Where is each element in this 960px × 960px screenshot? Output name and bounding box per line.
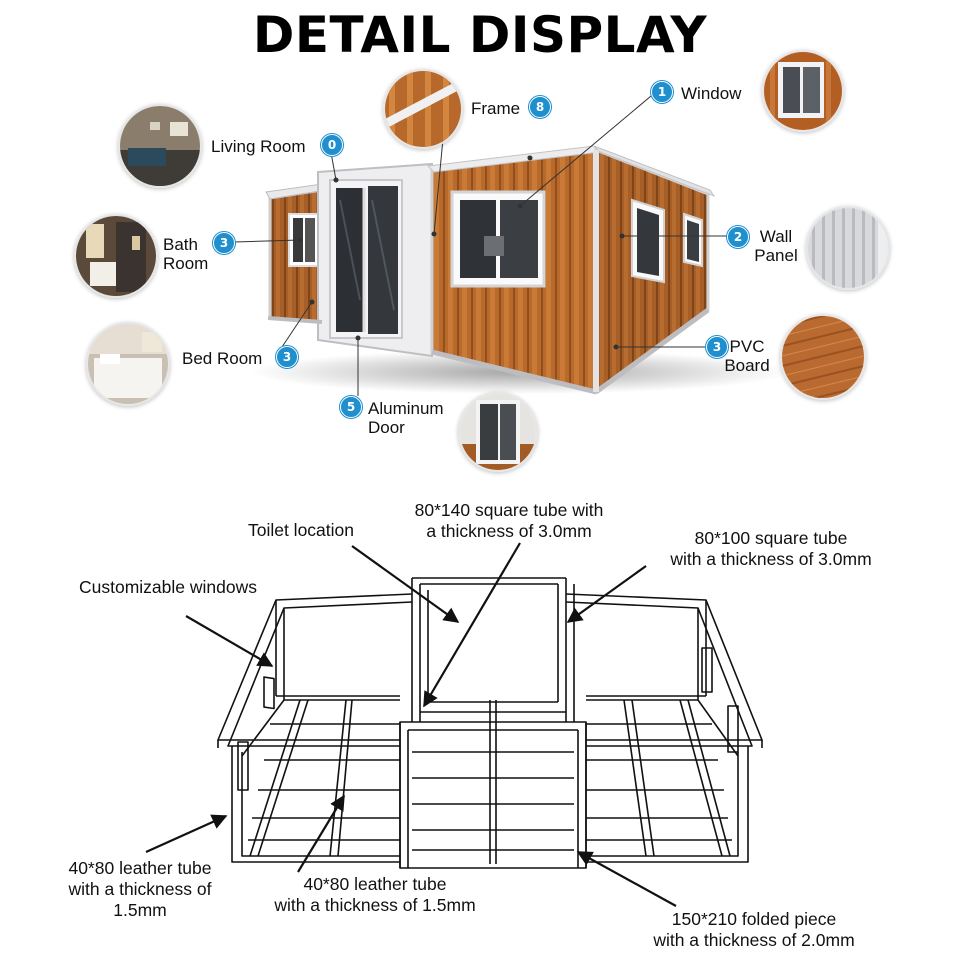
annotation-folded-piece-text: 150*210 folded piece with a thickness of… — [653, 909, 855, 950]
annotation-toilet-location-text: Toilet location — [247, 520, 355, 540]
annotation-customizable-windows: Customizable windows — [58, 577, 278, 598]
container-house-illustration — [233, 95, 790, 396]
aluminum-door-badge: 5 — [340, 396, 362, 418]
page-title: DETAIL DISPLAY — [252, 6, 708, 64]
bed-room-badge: 3 — [276, 346, 298, 368]
frame-badge: 8 — [529, 96, 551, 118]
bath-room-thumbnail — [74, 214, 158, 298]
annotation-80x140-tube-text: 80*140 square tube with a thickness of 3… — [414, 500, 604, 541]
annotation-leather-tube-middle-text: 40*80 leather tube with a thickness of 1… — [274, 874, 476, 915]
living-room-label: Living Room — [211, 137, 306, 156]
living-room-badge: 0 — [321, 134, 343, 156]
pvc-board-thumbnail — [780, 314, 866, 400]
pvc-board-badge: 3 — [706, 336, 728, 358]
bed-room-label: Bed Room — [182, 349, 263, 368]
annotation-customizable-windows-text: Customizable windows — [79, 577, 257, 597]
pvc-board-label: PVC Board — [724, 337, 770, 375]
bath-room-label: Bath Room — [163, 235, 209, 273]
living-room-thumbnail — [118, 104, 202, 188]
frame-label: Frame — [471, 99, 521, 118]
window-thumbnail — [762, 50, 844, 132]
bath-room-badge: 3 — [213, 232, 235, 254]
window-badge: 1 — [651, 81, 673, 103]
aluminum-door-thumbnail — [458, 392, 538, 472]
annotation-leather-tube-middle: 40*80 leather tube with a thickness of 1… — [252, 874, 498, 916]
annotation-leather-tube-left-text: 40*80 leather tube with a thickness of 1… — [68, 858, 212, 920]
aluminum-door-label: Aluminum Door — [368, 399, 444, 437]
bed-room-thumbnail — [86, 322, 170, 406]
wall-panel-label: Wall Panel — [754, 227, 798, 265]
wall-panel-badge: 2 — [727, 226, 749, 248]
annotation-80x100-tube-text: 80*100 square tube with a thickness of 3… — [670, 528, 872, 569]
annotation-toilet-location: Toilet location — [226, 520, 376, 541]
annotation-80x140-tube: 80*140 square tube with a thickness of 3… — [384, 500, 634, 542]
wall-panel-thumbnail — [806, 206, 890, 290]
annotation-leather-tube-left: 40*80 leather tube with a thickness of 1… — [30, 858, 250, 921]
frame-structure-drawing — [145, 542, 763, 907]
annotation-folded-piece: 150*210 folded piece with a thickness of… — [624, 909, 884, 951]
annotation-80x100-tube: 80*100 square tube with a thickness of 3… — [646, 528, 896, 570]
frame-thumbnail — [383, 69, 463, 149]
window-label: Window — [681, 84, 742, 103]
